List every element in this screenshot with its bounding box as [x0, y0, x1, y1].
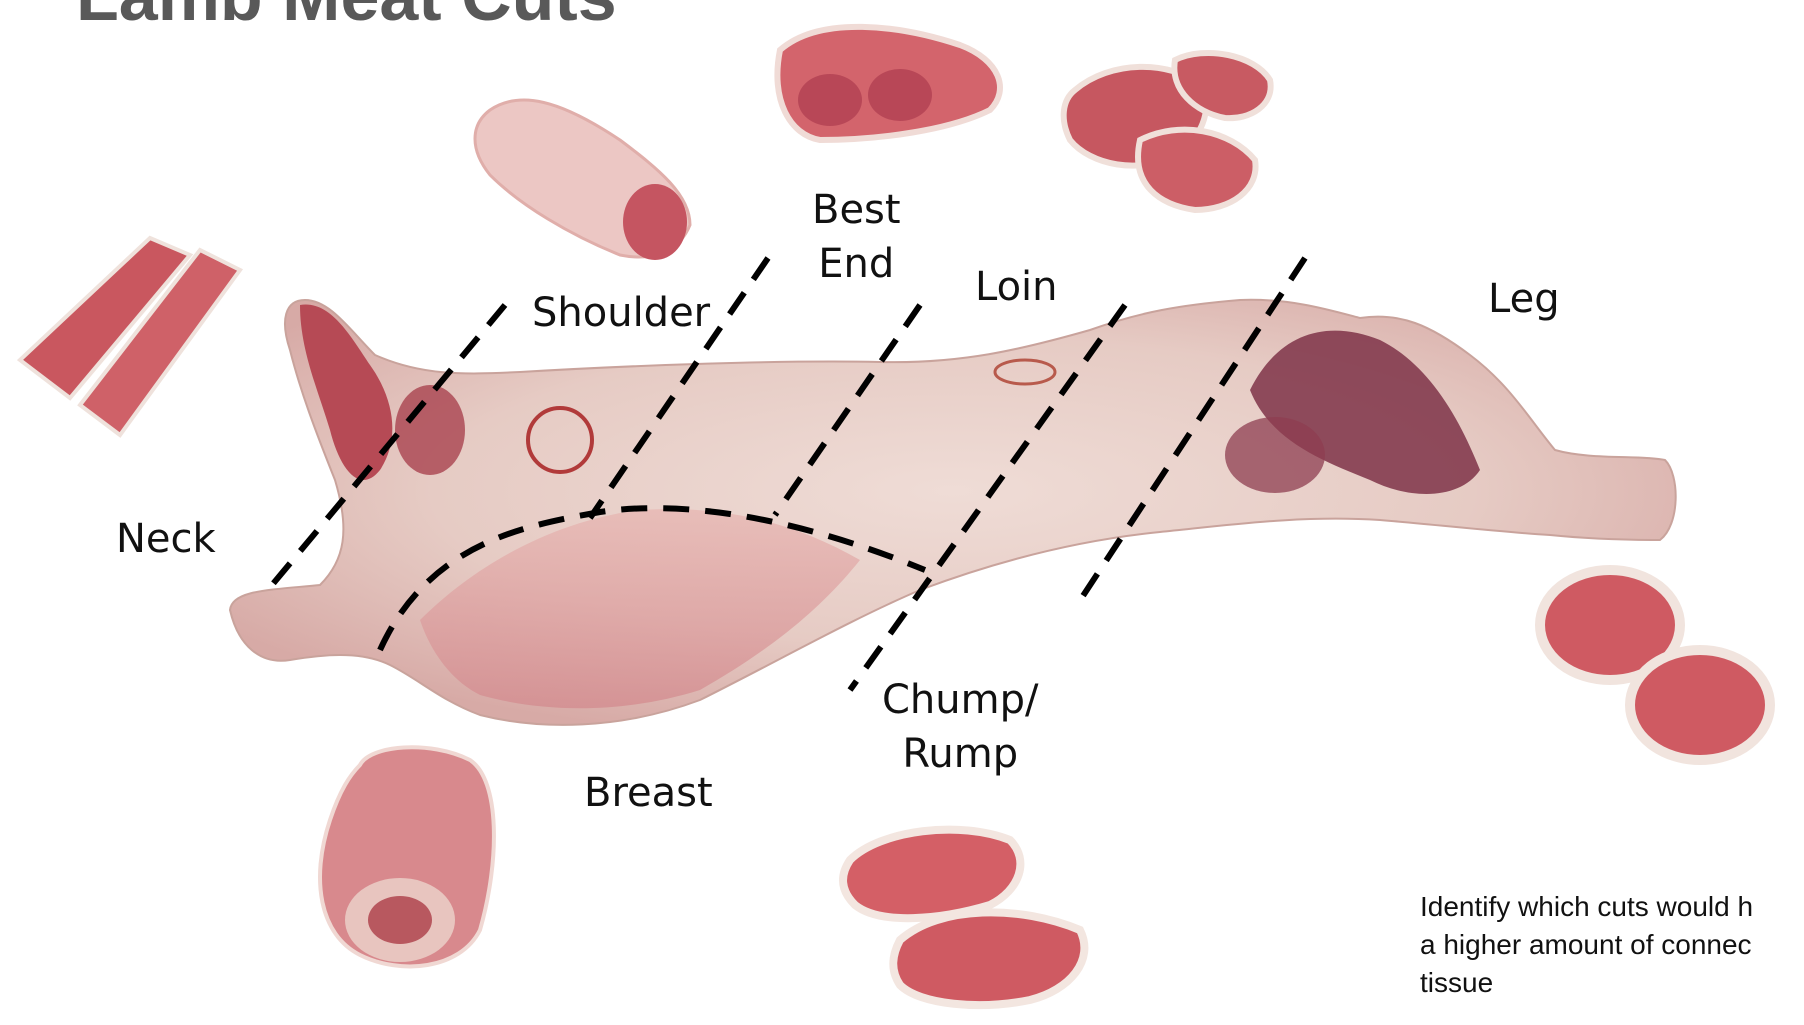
shoulder-muscle — [395, 385, 465, 475]
question-note-line-1: Identify which cuts would h — [1420, 888, 1804, 926]
rolled-shoulder-image — [475, 100, 690, 260]
chump-chops-image — [843, 830, 1084, 1005]
rolled-breast-image — [320, 747, 494, 966]
lamb-carcass — [230, 300, 1676, 725]
cut-label-loin: Loin — [975, 260, 1058, 314]
leg-steaks-image — [1540, 570, 1770, 760]
loin-chops-image — [1064, 53, 1271, 210]
cut-label-best-end: Best End — [812, 183, 901, 291]
neck-fillets-image — [20, 238, 240, 435]
cut-label-breast: Breast — [584, 766, 713, 820]
page-title: Lamb Meat Cuts — [76, 0, 617, 36]
question-note: Identify which cuts would h a higher amo… — [1420, 888, 1804, 1002]
cut-label-chump-rump: Chump/ Rump — [882, 673, 1038, 781]
best-end-chops-image — [777, 27, 1000, 140]
question-note-line-2: a higher amount of connec — [1420, 926, 1804, 964]
cut-label-leg: Leg — [1488, 272, 1560, 326]
cut-label-shoulder: Shoulder — [532, 286, 710, 340]
question-note-line-3: tissue — [1420, 964, 1804, 1002]
leg-muscle-2 — [1225, 417, 1325, 493]
cut-label-neck: Neck — [116, 512, 216, 566]
